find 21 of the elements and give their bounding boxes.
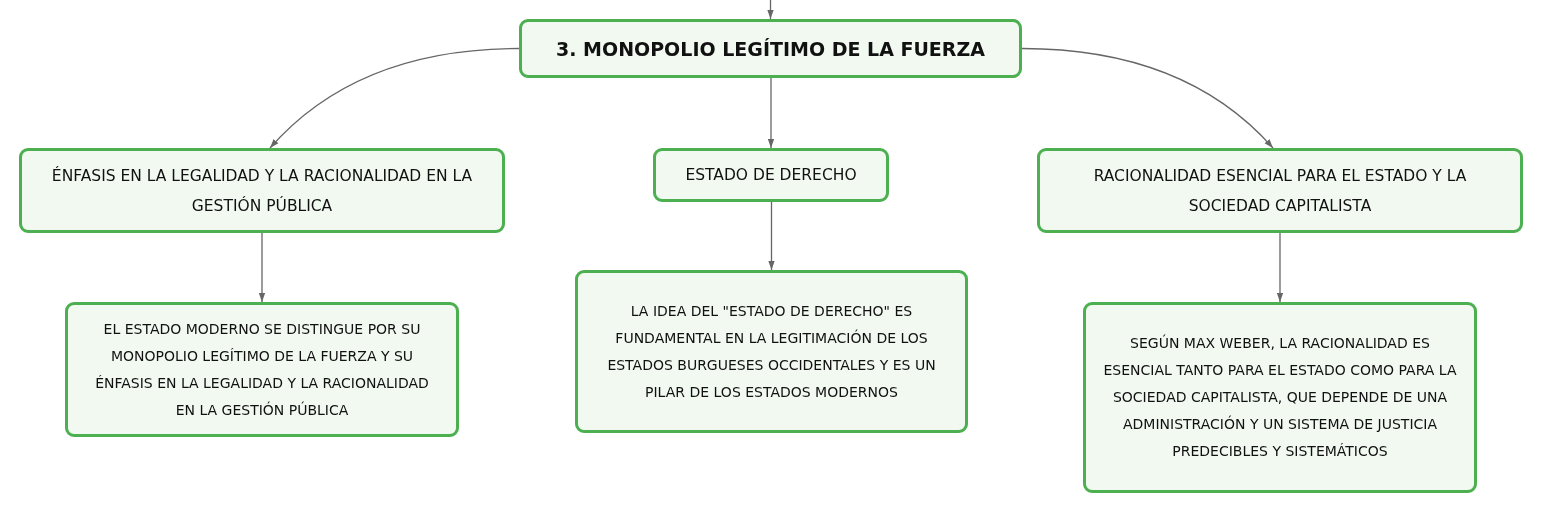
- node-text: LA IDEA DEL "ESTADO DE DERECHO" ES FUNDAMENTAL EN LA LEGITIMACIÓN DE LOS ESTADOS BURGUESES OCCIDENTALES Y ES UN PILAR DE LOS ESTADOS MODERNOS: [606, 301, 937, 402]
- arrow: [258, 232, 266, 303]
- topic-box: [19, 148, 505, 233]
- arrow: [768, 201, 775, 271]
- main-topic-box: [519, 19, 1022, 78]
- arrow: [767, 0, 774, 20]
- node-text: RACIONALIDAD ESENCIAL PARA EL ESTADO Y LA SOCIEDAD CAPITALISTA: [1092, 165, 1468, 217]
- node-text: SEGÚN MAX WEBER, LA RACIONALIDAD ES ESENCIAL TANTO PARA EL ESTADO COMO PARA LA SOCIEDAD CAPITALISTA, QUE DEPENDE DE UNA ADMINISTRACIÓN Y UN SISTEMA DE JUSTICIA PREDECIBLES Y SISTEMÁTICOS: [1102, 333, 1458, 461]
- arrow: [767, 77, 775, 149]
- topic-box: [1037, 148, 1523, 233]
- detail-box: [65, 302, 459, 437]
- arrow: [1276, 232, 1284, 303]
- arrow: [269, 47, 520, 149]
- detail-box: [1083, 302, 1477, 493]
- arrow: [1021, 47, 1274, 149]
- node-text: EL ESTADO MODERNO SE DISTINGUE POR SU MONOPOLIO LEGÍTIMO DE LA FUERZA Y SU ÉNFASIS EN LA LEGALIDAD Y LA RACIONALIDAD EN LA GESTIÓN PÚBLICA: [94, 319, 430, 420]
- node-text: ESTADO DE DERECHO: [685, 165, 857, 186]
- node-text: ÉNFASIS EN LA LEGALIDAD Y LA RACIONALIDAD EN LA GESTIÓN PÚBLICA: [50, 165, 474, 217]
- node-text: 3. MONOPOLIO LEGÍTIMO DE LA FUERZA: [556, 37, 985, 60]
- topic-box: [653, 148, 889, 202]
- detail-box: [575, 270, 968, 433]
